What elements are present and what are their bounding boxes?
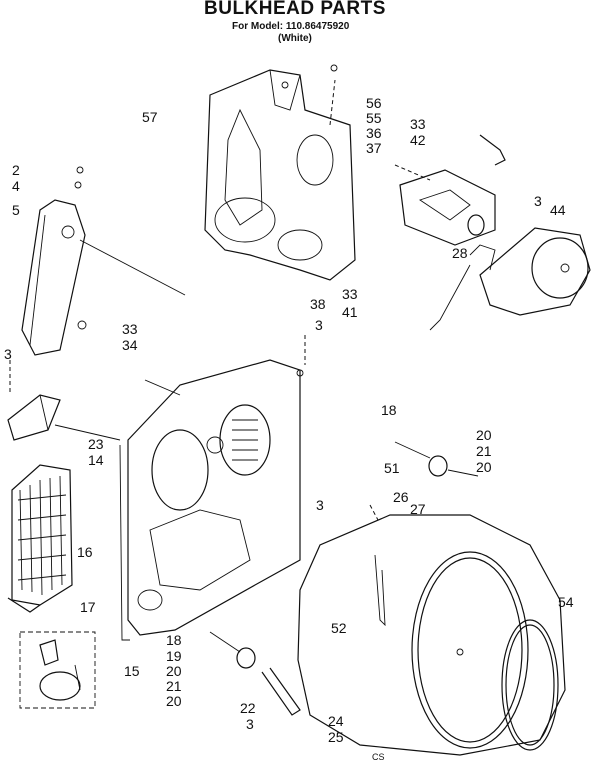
callout-16: 16 [77, 544, 93, 560]
callout-27: 27 [410, 501, 426, 517]
clip-part [7, 394, 121, 441]
footer-code: CS [372, 752, 385, 762]
callout-33-mid: 33 [342, 286, 358, 302]
callout-3-motor: 3 [534, 193, 542, 209]
callout-23: 23 [88, 436, 104, 452]
callout-3-center: 3 [316, 497, 324, 513]
wire-harness-part [19, 631, 96, 709]
callout-4: 4 [12, 178, 20, 194]
callout-57: 57 [142, 109, 158, 125]
callout-24: 24 [328, 713, 344, 729]
callout-18-bottom: 18 [166, 632, 182, 648]
callout-18-top: 18 [381, 402, 397, 418]
callout-51: 51 [384, 460, 400, 476]
callout-3-mid: 3 [315, 317, 323, 333]
callout-25: 25 [328, 729, 344, 745]
callout-38: 38 [310, 296, 326, 312]
callout-17: 17 [80, 599, 96, 615]
roller-part [394, 441, 479, 477]
callout-20-c: 20 [166, 663, 182, 679]
callout-55: 55 [366, 110, 382, 126]
motor-housing-part [469, 227, 591, 316]
callout-5: 5 [12, 202, 20, 218]
callout-20-b: 20 [476, 459, 492, 475]
callout-2: 2 [12, 162, 20, 178]
drum-part [297, 504, 566, 756]
callout-21-b: 21 [166, 678, 182, 694]
model-color: (White) [278, 33, 312, 44]
callout-54: 54 [558, 594, 574, 610]
bracket-plate-part [204, 64, 356, 281]
callout-52: 52 [331, 620, 347, 636]
callout-20-a: 20 [476, 427, 492, 443]
bulkhead-panel-part [119, 359, 304, 641]
callout-44: 44 [550, 202, 566, 218]
lower-roller-part [209, 631, 301, 716]
callout-20-d: 20 [166, 693, 182, 709]
motor-bracket-part [394, 134, 506, 246]
callout-28: 28 [452, 245, 468, 261]
idler-arm-part [21, 166, 186, 356]
callout-26: 26 [393, 489, 409, 505]
callout-41: 41 [342, 304, 358, 320]
model-number: For Model: 110.86475920 [232, 21, 350, 32]
seal-ring-part [501, 619, 559, 751]
callout-15: 15 [124, 663, 140, 679]
heating-element-part [7, 464, 73, 613]
callout-22: 22 [240, 700, 256, 716]
callout-36: 36 [366, 125, 382, 141]
callout-33-left: 33 [122, 321, 138, 337]
callout-14: 14 [88, 452, 104, 468]
callout-33-top: 33 [410, 116, 426, 132]
callout-37: 37 [366, 140, 382, 156]
callout-19: 19 [166, 648, 182, 664]
callout-3-left: 3 [4, 346, 12, 362]
page-title: BULKHEAD PARTS [204, 0, 386, 19]
callout-34: 34 [122, 337, 138, 353]
callout-56: 56 [366, 95, 382, 111]
callout-21-a: 21 [476, 443, 492, 459]
callout-42: 42 [410, 132, 426, 148]
callout-3-bottom: 3 [246, 716, 254, 732]
